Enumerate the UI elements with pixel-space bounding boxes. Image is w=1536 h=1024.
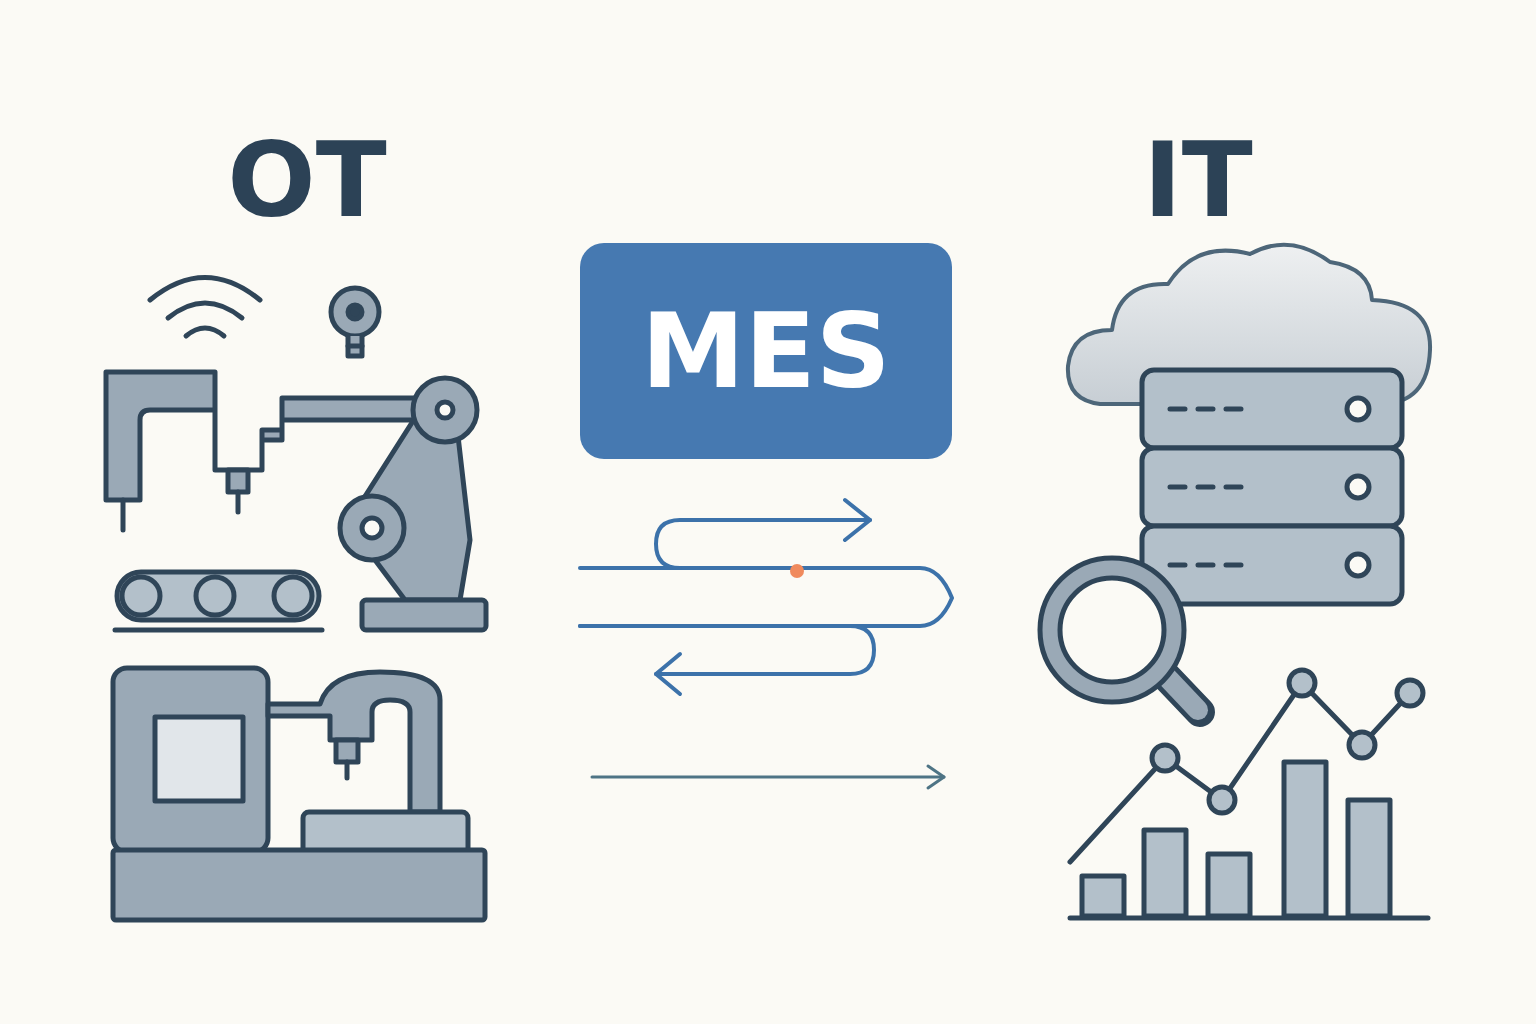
conveyor (115, 572, 322, 630)
cnc-machine (113, 668, 485, 920)
wifi-icon (150, 278, 260, 337)
box-label: MES (641, 299, 890, 403)
magnifier-icon (1040, 558, 1200, 712)
mes-box: MES (580, 243, 952, 459)
bottom-arrow (592, 766, 944, 788)
data-flow-arrows (580, 500, 952, 694)
it-heading: IT (1143, 128, 1253, 232)
server-stack (1142, 370, 1402, 604)
sensor-icon (331, 288, 379, 356)
bar-line-chart (1070, 670, 1428, 918)
ot-heading: OT (227, 128, 386, 232)
machine-arm (106, 372, 486, 630)
